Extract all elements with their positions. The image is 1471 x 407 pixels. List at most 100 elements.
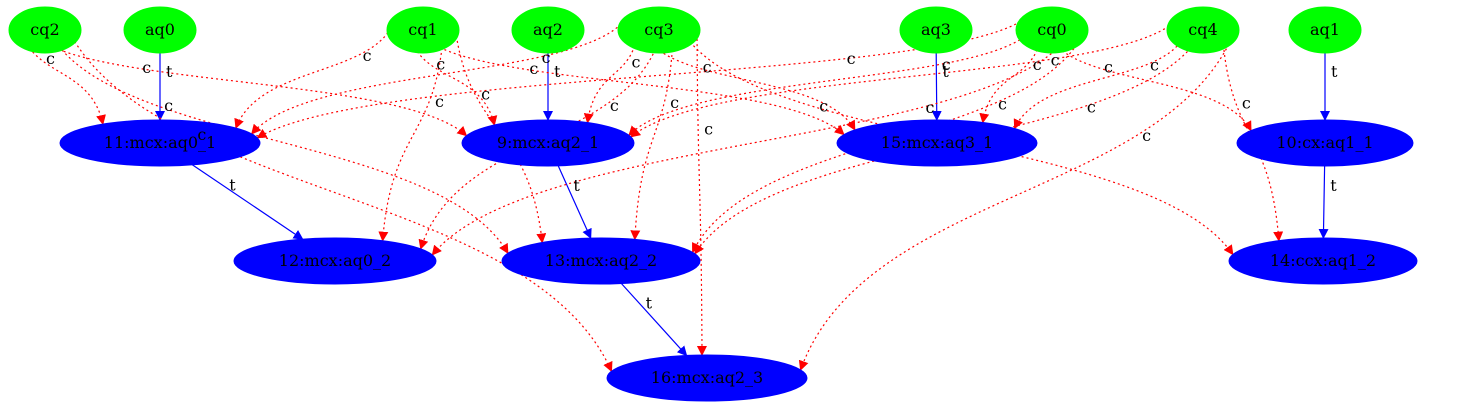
edge-label-cq3-to-g16: c — [704, 120, 713, 139]
edge-cq3-to-g15 — [648, 39, 856, 131]
node-aq1: aq1 — [1288, 6, 1362, 54]
edge-label-cq0-to-g9: c — [942, 55, 951, 74]
edge-label-g9-to-g13: t — [573, 176, 580, 195]
edges-layer — [20, 23, 1330, 373]
node-label-g11: 11:mcx:aq0_1 — [104, 133, 216, 152]
node-g11: 11:mcx:aq0_1 — [59, 119, 261, 167]
node-label-cq0: cq0 — [1037, 20, 1066, 39]
node-cq3: cq3 — [617, 6, 701, 54]
node-cq0: cq0 — [1015, 6, 1089, 54]
edge-label-cq4-to-g14: c — [1242, 93, 1251, 112]
edge-label-cq0-to-g11: c — [847, 49, 856, 68]
node-label-g15: 15:mcx:aq3_1 — [881, 133, 993, 152]
edge-label-cq0-to-g12: c — [925, 98, 934, 117]
edge-cq4-to-g16 — [798, 25, 1238, 371]
edge-label-g13-to-g16: t — [646, 294, 653, 313]
edge-label-cq2-to-g16: c — [197, 125, 206, 144]
edge-cq1-to-g12 — [378, 37, 444, 242]
edge-label-cq3-to-g14: c — [819, 97, 828, 116]
node-label-cq3: cq3 — [644, 20, 673, 39]
edge-cq2-to-g9 — [36, 37, 468, 137]
edge-label-cq1-to-g13: c — [481, 85, 490, 104]
edge-label-aq3-to-g15: t — [942, 62, 949, 81]
node-shape-cq0 — [1015, 6, 1089, 54]
node-shape-g15 — [836, 119, 1038, 167]
node-aq3: aq3 — [899, 6, 973, 54]
node-shape-cq1 — [386, 6, 460, 54]
edge-label-cq4-to-g13: c — [1087, 98, 1096, 117]
node-shape-aq0 — [123, 6, 197, 54]
node-shape-g13 — [501, 237, 701, 285]
edge-label-cq2-to-g9: c — [142, 58, 151, 77]
edge-g11-to-g12 — [191, 164, 304, 240]
node-g12: 12:mcx:aq0_2 — [233, 237, 437, 285]
edge-cq1-to-g13 — [454, 25, 547, 244]
edge-label-cq3-to-g13: c — [670, 93, 679, 112]
node-label-cq1: cq1 — [408, 20, 437, 39]
node-shape-g9 — [461, 119, 635, 167]
edge-g9-to-g13 — [557, 165, 592, 240]
node-label-aq0: aq0 — [145, 20, 175, 39]
node-label-aq1: aq1 — [1310, 20, 1340, 39]
node-label-cq4: cq4 — [1188, 20, 1217, 39]
edge-label-aq0-to-g11: t — [166, 62, 173, 81]
edge-cq1-to-g11 — [234, 23, 394, 129]
edge-label-cq3-to-g12: c — [610, 96, 619, 115]
edge-cq0-to-g10 — [1051, 39, 1252, 132]
edge-cq4-to-g9 — [630, 25, 1170, 138]
node-label-cq2: cq2 — [30, 20, 59, 39]
node-shape-g11 — [59, 119, 261, 167]
edge-label-cq0-to-g15: c — [1033, 55, 1042, 74]
node-label-g12: 12:mcx:aq0_2 — [279, 251, 391, 270]
node-shape-cq4 — [1166, 6, 1240, 54]
node-shape-g12 — [233, 237, 437, 285]
edge-label-cq2-to-g11: c — [46, 49, 55, 68]
edge-cq0-to-g9 — [628, 33, 1029, 136]
edge-label-aq1-to-g10: t — [1331, 62, 1338, 81]
node-label-aq3: aq3 — [921, 20, 951, 39]
edge-label-cq4-to-g9: c — [1051, 50, 1060, 69]
node-g15: 15:mcx:aq3_1 — [836, 119, 1038, 167]
node-shape-aq3 — [899, 6, 973, 54]
node-g13: 13:mcx:aq2_2 — [501, 237, 701, 285]
edge-label-cq3-to-g11: c — [542, 48, 551, 67]
edge-label-aq2-to-g9: t — [554, 62, 561, 81]
node-shape-aq1 — [1288, 6, 1362, 54]
edge-cq3-to-g16 — [696, 23, 707, 357]
edge-label-cq1-to-g15: c — [529, 59, 538, 78]
edge-label-cq3-to-g15: c — [703, 57, 712, 76]
node-g10: 10:cx:aq1_1 — [1236, 119, 1414, 167]
edge-label-cq4-to-g15: c — [1150, 56, 1159, 75]
node-cq1: cq1 — [386, 6, 460, 54]
node-label-g13: 13:mcx:aq2_2 — [545, 251, 657, 270]
edge-label-cq1-to-g9: c — [436, 55, 445, 74]
edge-cq4-to-g15 — [1013, 37, 1184, 130]
edge-g13-to-g16 — [620, 283, 688, 357]
node-shape-aq2 — [511, 6, 585, 54]
node-g9: 9:mcx:aq2_1 — [461, 119, 635, 167]
edge-label-cq2-to-g13: c — [164, 96, 173, 115]
node-label-g14: 14:ccx:aq1_2 — [1270, 251, 1376, 270]
edge-cq3-to-g9 — [583, 35, 638, 124]
node-cq4: cq4 — [1166, 6, 1240, 54]
edge-g10-to-g14 — [1318, 165, 1329, 239]
edge-label-cq3-to-g9: c — [632, 52, 641, 71]
node-label-g9: 9:mcx:aq2_1 — [497, 133, 599, 152]
node-g14: 14:ccx:aq1_2 — [1228, 237, 1418, 285]
edge-label-cq0-to-g10: c — [1104, 58, 1113, 77]
node-aq2: aq2 — [511, 6, 585, 54]
node-g16: 16:mcx:aq2_3 — [606, 354, 808, 402]
edge-cq3-to-g11 — [251, 23, 622, 135]
node-shape-g16 — [606, 354, 808, 402]
edge-label-cq1-to-g11: c — [363, 46, 372, 65]
node-shape-cq2 — [8, 6, 82, 54]
node-label-g10: 10:cx:aq1_1 — [1276, 133, 1373, 152]
edge-label-g11-to-g12: t — [229, 176, 236, 195]
edge-label-cq0-to-g13: c — [998, 94, 1007, 113]
node-aq0: aq0 — [123, 6, 197, 54]
node-shape-cq3 — [617, 6, 701, 54]
edge-aq3-to-g15 — [931, 52, 942, 121]
node-label-aq2: aq2 — [533, 20, 563, 39]
